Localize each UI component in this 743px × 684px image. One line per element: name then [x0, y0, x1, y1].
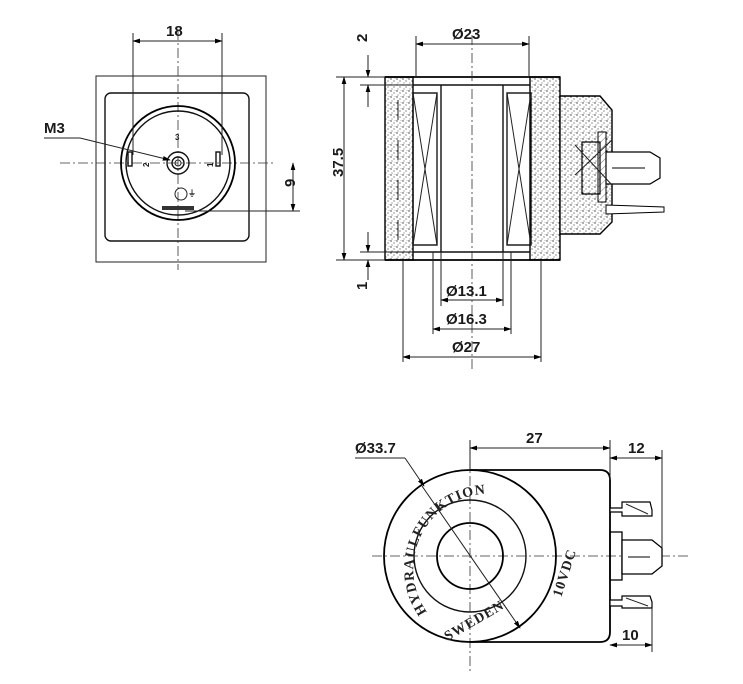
dim-d16-3-label: Ø16.3: [446, 311, 487, 328]
dia-leader: [421, 485, 521, 629]
side-bore: [436, 522, 504, 590]
thread-m3-label: M3: [44, 120, 65, 137]
dim-1-label: 1: [354, 282, 371, 290]
pin-label-3: 3: [175, 133, 180, 142]
pin-label-1: 1: [206, 162, 215, 167]
dim-d13-1-label: Ø13.1: [446, 283, 487, 300]
m3-leader: [79, 137, 171, 161]
ground-label: ⏚: [188, 189, 196, 198]
front-center-pin: [166, 151, 190, 175]
dim-9-label: 9: [282, 179, 299, 187]
coil-body-left: [384, 76, 414, 261]
front-outer-frame: [95, 75, 267, 263]
dim-18-label: 18: [166, 23, 183, 40]
dim-d33-7-label: Ø33.7: [355, 440, 396, 457]
pin-slot-left: [127, 151, 133, 167]
side-view: Ø33.7 HYDRAULFUNKTION SWEDEN 10VDC 27 12…: [355, 430, 690, 672]
earth-contact: [162, 206, 194, 210]
pin-slot-right: [215, 151, 221, 167]
dim-d23-label: Ø23: [452, 26, 480, 43]
dim-27-label: 27: [526, 430, 543, 447]
dim-37-5-label: 37.5: [330, 148, 347, 177]
front-inner-frame: [104, 92, 250, 242]
section-view: Ø23 2 37.5 1 Ø13.1 Ø16.3 Ø27: [330, 26, 665, 370]
dim-10-label: 10: [622, 627, 639, 644]
pin-label-2: 2: [142, 162, 151, 167]
dim-12-label: 12: [628, 440, 645, 457]
side-inner-ring: [413, 499, 527, 613]
brand-marking: HYDRAULFUNKTION: [402, 483, 486, 618]
brand-marking-path: HYDRAULFUNKTION: [402, 483, 485, 618]
ground-symbol-circle: [174, 187, 188, 201]
dim-d27-label: Ø27: [452, 339, 480, 356]
side-connector: [609, 501, 663, 609]
coil-body-right: [529, 76, 561, 261]
front-view: 3 2 1 ⏚ 18 M3 9: [44, 23, 300, 270]
dim-2-label: 2: [354, 34, 371, 42]
connector-terminals: [574, 131, 665, 215]
front-connector-face: [120, 105, 236, 221]
